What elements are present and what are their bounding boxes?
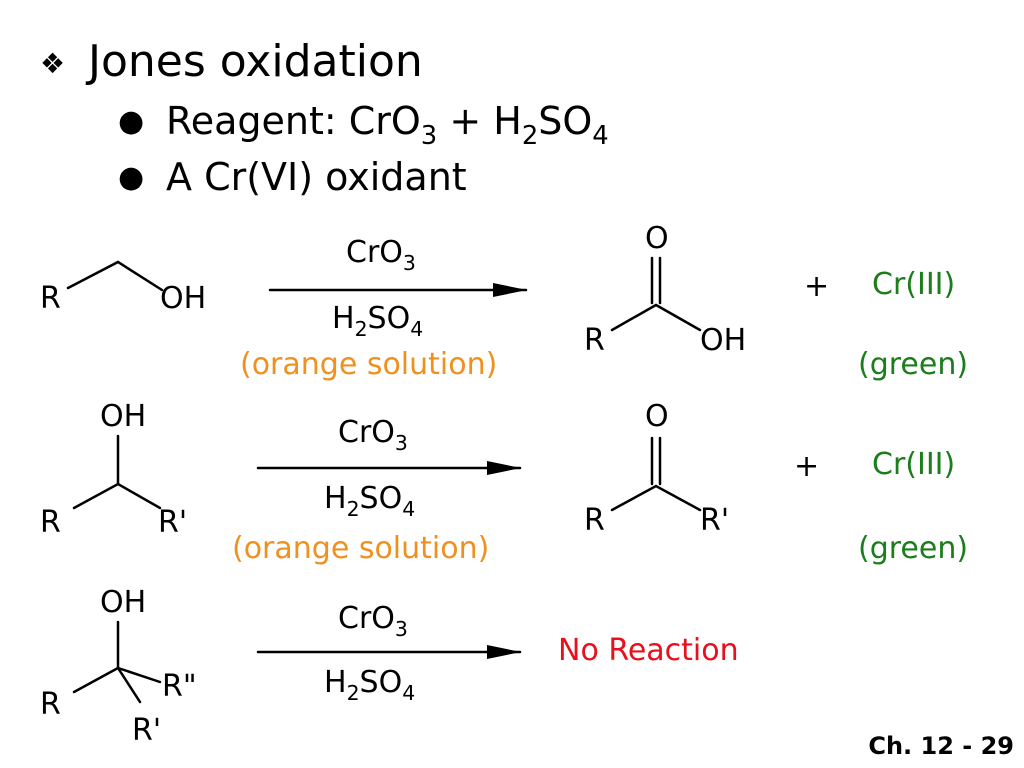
bullet-dot-icon: ● — [118, 160, 145, 195]
ketone-bonds — [610, 484, 702, 512]
condition-label: (orange solution) — [232, 531, 490, 566]
no-reaction-label: No Reaction — [558, 633, 739, 668]
reagent-text: CrO — [346, 235, 403, 270]
r-group-label: R — [40, 505, 61, 540]
subscript: 4 — [592, 120, 609, 151]
subscript: 3 — [394, 430, 408, 455]
subscript: 4 — [410, 316, 424, 341]
reagent-text: CrO — [338, 415, 395, 450]
reagent-text: CrO — [338, 601, 395, 636]
subscript: 2 — [346, 680, 360, 705]
subscript: 2 — [521, 120, 539, 151]
reagent-text: SO — [367, 301, 411, 336]
reagent-h2so4: H2SO4 — [332, 301, 423, 339]
bullet-reagent: Reagent: CrO3 + H2SO4 — [166, 99, 609, 149]
acid-bonds — [610, 303, 702, 332]
condition-label: (orange solution) — [240, 347, 498, 382]
slide-title: Jones oxidation — [88, 36, 423, 87]
subscript: 3 — [420, 120, 438, 151]
subscript: 3 — [394, 616, 408, 641]
reagent-text: SO — [359, 665, 403, 700]
subscript: 2 — [354, 316, 368, 341]
carbonyl-oxygen-label: O — [645, 221, 669, 256]
c-r2-bond — [116, 666, 162, 684]
byproduct-color-label: (green) — [858, 531, 969, 566]
bullet-text: + H — [437, 99, 522, 143]
slide-number: Ch. 12 - 29 — [868, 732, 1014, 760]
c-r-bond — [72, 666, 120, 694]
bullet-oxidant: A Cr(VI) oxidant — [166, 155, 467, 199]
secondary-alcohol-bonds — [72, 482, 162, 510]
subscript: 3 — [402, 250, 416, 275]
r-group-label: R — [40, 281, 61, 316]
subscript: 2 — [346, 496, 360, 521]
reagent-text: H — [324, 481, 347, 516]
reagent-text: H — [332, 301, 355, 336]
reagent-cro3: CrO3 — [338, 601, 408, 639]
bullet-text: Reagent: CrO — [166, 99, 421, 143]
r-group-label: R — [584, 503, 605, 538]
r-group-label: R — [584, 323, 605, 358]
reagent-text: H — [324, 665, 347, 700]
hydroxyl-label: OH — [100, 399, 147, 434]
byproduct-color-label: (green) — [858, 347, 969, 382]
r-double-prime-label: R" — [162, 669, 197, 704]
byproduct-label: Cr(III) — [872, 447, 956, 482]
reagent-h2so4: H2SO4 — [324, 665, 415, 703]
reagent-text: SO — [359, 481, 403, 516]
r-prime-label: R' — [158, 505, 188, 540]
reagent-h2so4: H2SO4 — [324, 481, 415, 519]
plus-sign: + — [804, 269, 830, 304]
bullet-dot-icon: ● — [118, 104, 145, 139]
reagent-cro3: CrO3 — [346, 235, 416, 273]
r-group-label: R — [40, 687, 61, 722]
carbonyl-oxygen-label: O — [645, 399, 669, 434]
c-r3-bond — [116, 666, 142, 704]
r-prime-label: R' — [700, 503, 730, 538]
r-prime-label: R' — [132, 713, 162, 748]
hydroxyl-label: OH — [100, 585, 147, 620]
bullet-text: SO — [538, 99, 593, 143]
primary-alcohol-bonds — [66, 260, 164, 292]
byproduct-label: Cr(III) — [872, 267, 956, 302]
title-bullet-icon: ❖ — [40, 47, 66, 80]
hydroxyl-label: OH — [160, 281, 207, 316]
subscript: 4 — [402, 680, 416, 705]
plus-sign: + — [794, 449, 820, 484]
subscript: 4 — [402, 496, 416, 521]
reagent-cro3: CrO3 — [338, 415, 408, 453]
hydroxyl-label: OH — [700, 323, 747, 358]
